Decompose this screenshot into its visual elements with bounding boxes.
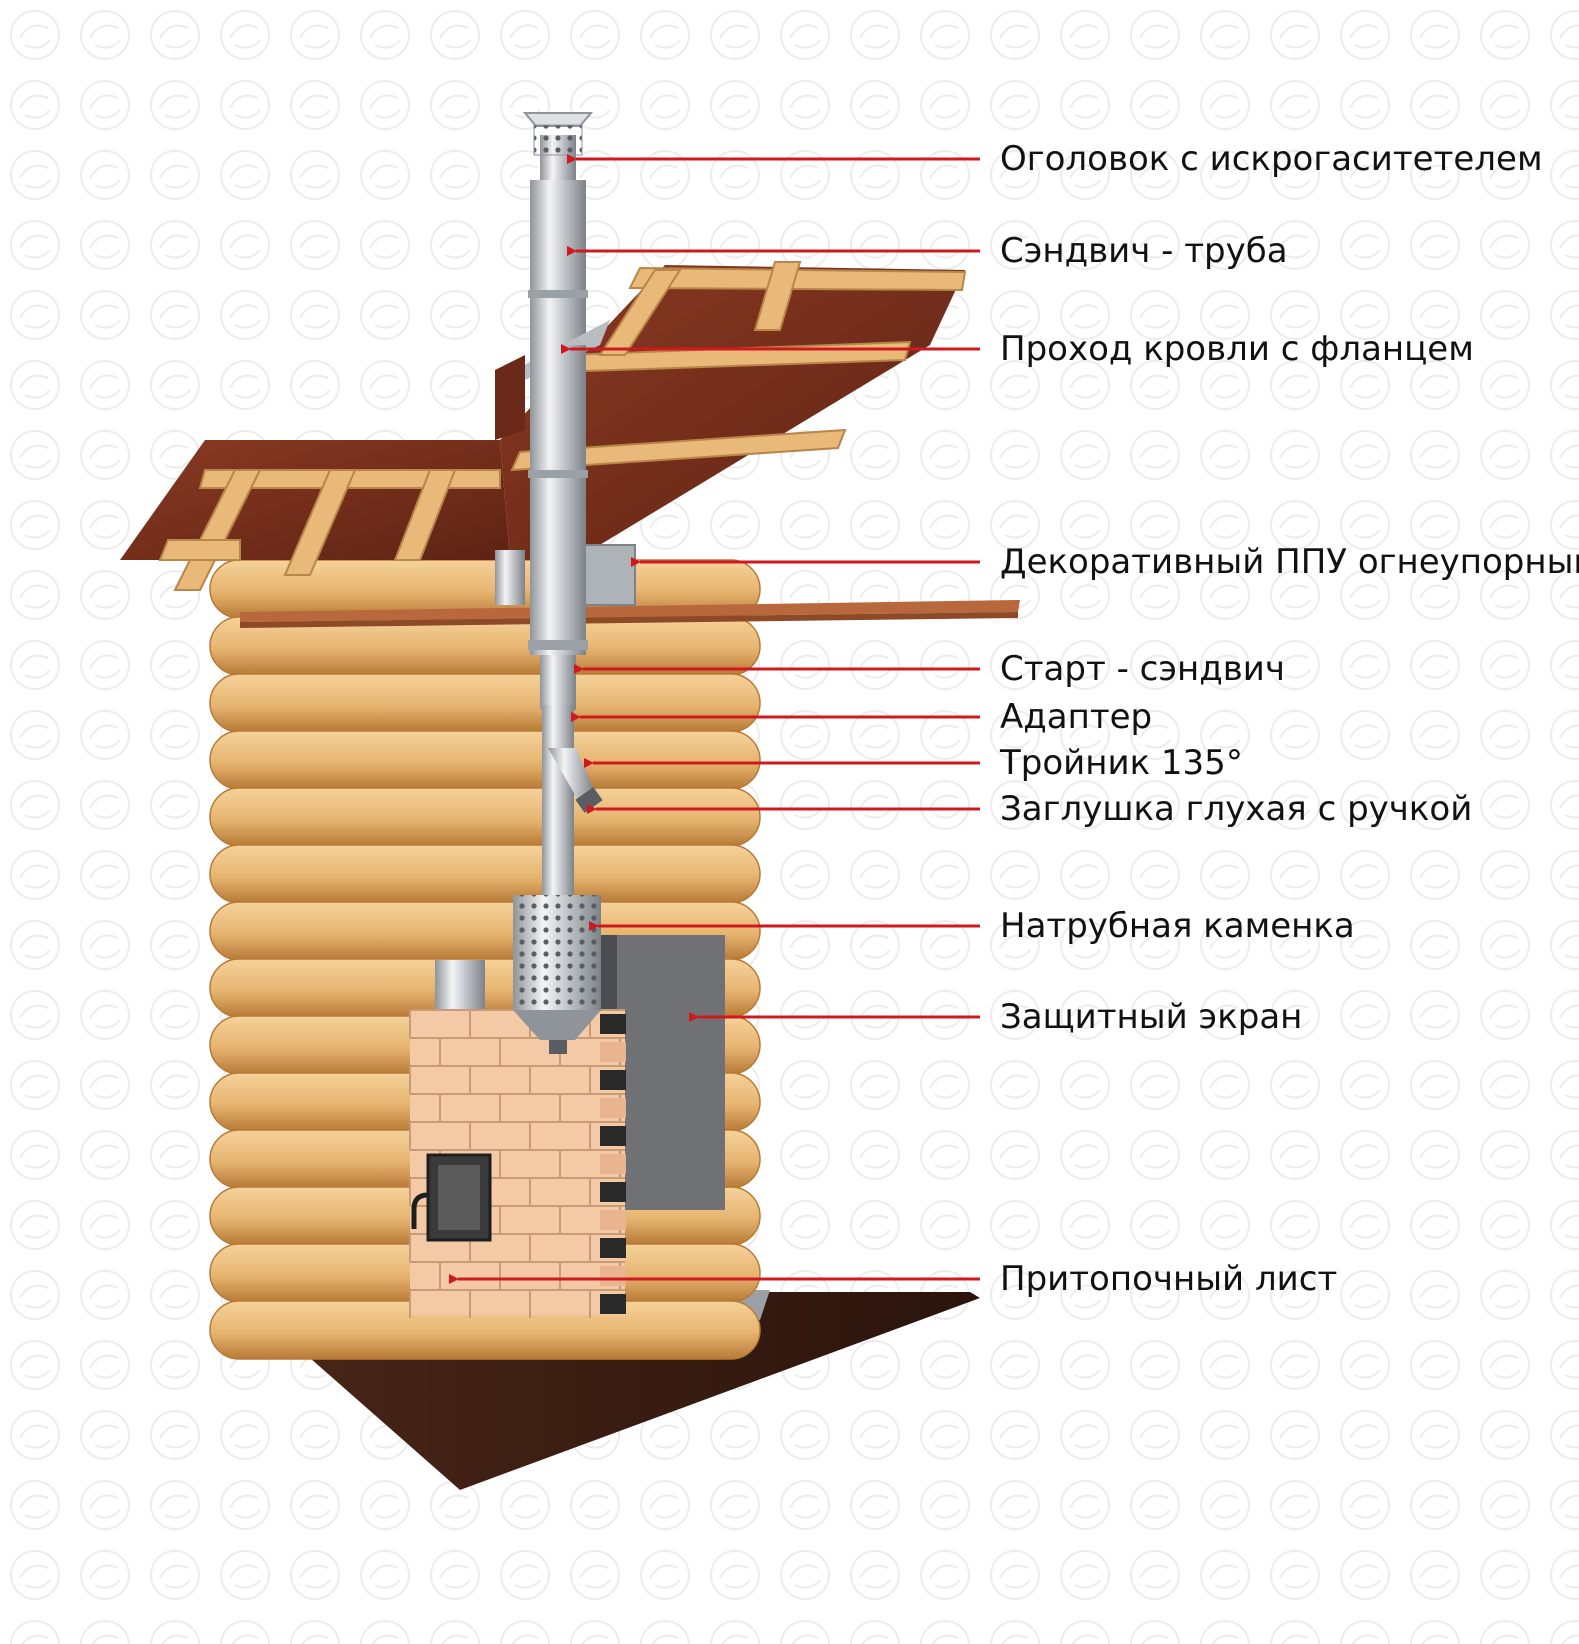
callout-roof-passage-flange: Проход кровли с фланцем <box>1000 329 1474 369</box>
log <box>209 673 761 733</box>
ceiling-board-edge <box>240 612 1018 628</box>
ppu-box-left <box>495 550 525 605</box>
brick-edge <box>600 1042 626 1062</box>
brick-edge <box>600 1266 626 1286</box>
callout-tee-135: Тройник 135° <box>1000 743 1243 783</box>
ceiling-board <box>240 600 1020 622</box>
protective-screen <box>615 935 725 1210</box>
brick-edge <box>600 1182 626 1202</box>
callout-protective-screen: Защитный экран <box>1000 997 1303 1037</box>
callout-sandwich-pipe: Сэндвич - труба <box>1000 231 1288 271</box>
callout-adapter: Адаптер <box>1000 697 1153 737</box>
brick-edge <box>600 1098 626 1118</box>
pipe-heater-cage <box>513 895 601 1054</box>
callout-arrows <box>449 154 980 1284</box>
chimney-pipe <box>495 112 610 905</box>
callout-pipe-heater: Натрубная каменка <box>1000 906 1355 946</box>
stove-handle <box>411 1192 429 1229</box>
brick-edge <box>600 1238 626 1258</box>
stove-top <box>435 960 485 1010</box>
brick-edge <box>600 1014 626 1034</box>
brick-edge <box>600 1070 626 1090</box>
callout-blind-cap-handle: Заглушка глухая с ручкой <box>1000 789 1473 829</box>
brick-edge <box>600 1294 626 1314</box>
brick-edge <box>600 1154 626 1174</box>
brick-edge <box>600 1210 626 1230</box>
log <box>209 787 761 847</box>
brick-edge <box>600 1126 626 1146</box>
callout-fire-sheet: Притопочный лист <box>1000 1259 1338 1299</box>
stove-door-inner <box>438 1165 480 1230</box>
log <box>209 844 761 904</box>
log <box>209 730 761 790</box>
callout-start-sandwich: Старт - сэндвич <box>1000 649 1285 689</box>
callout-decorative-ppu: Декоративный ППУ огнеупорный <box>1000 542 1579 582</box>
callout-spark-arrester-cap: Оголовок с искрогаситетелем <box>1000 139 1543 179</box>
